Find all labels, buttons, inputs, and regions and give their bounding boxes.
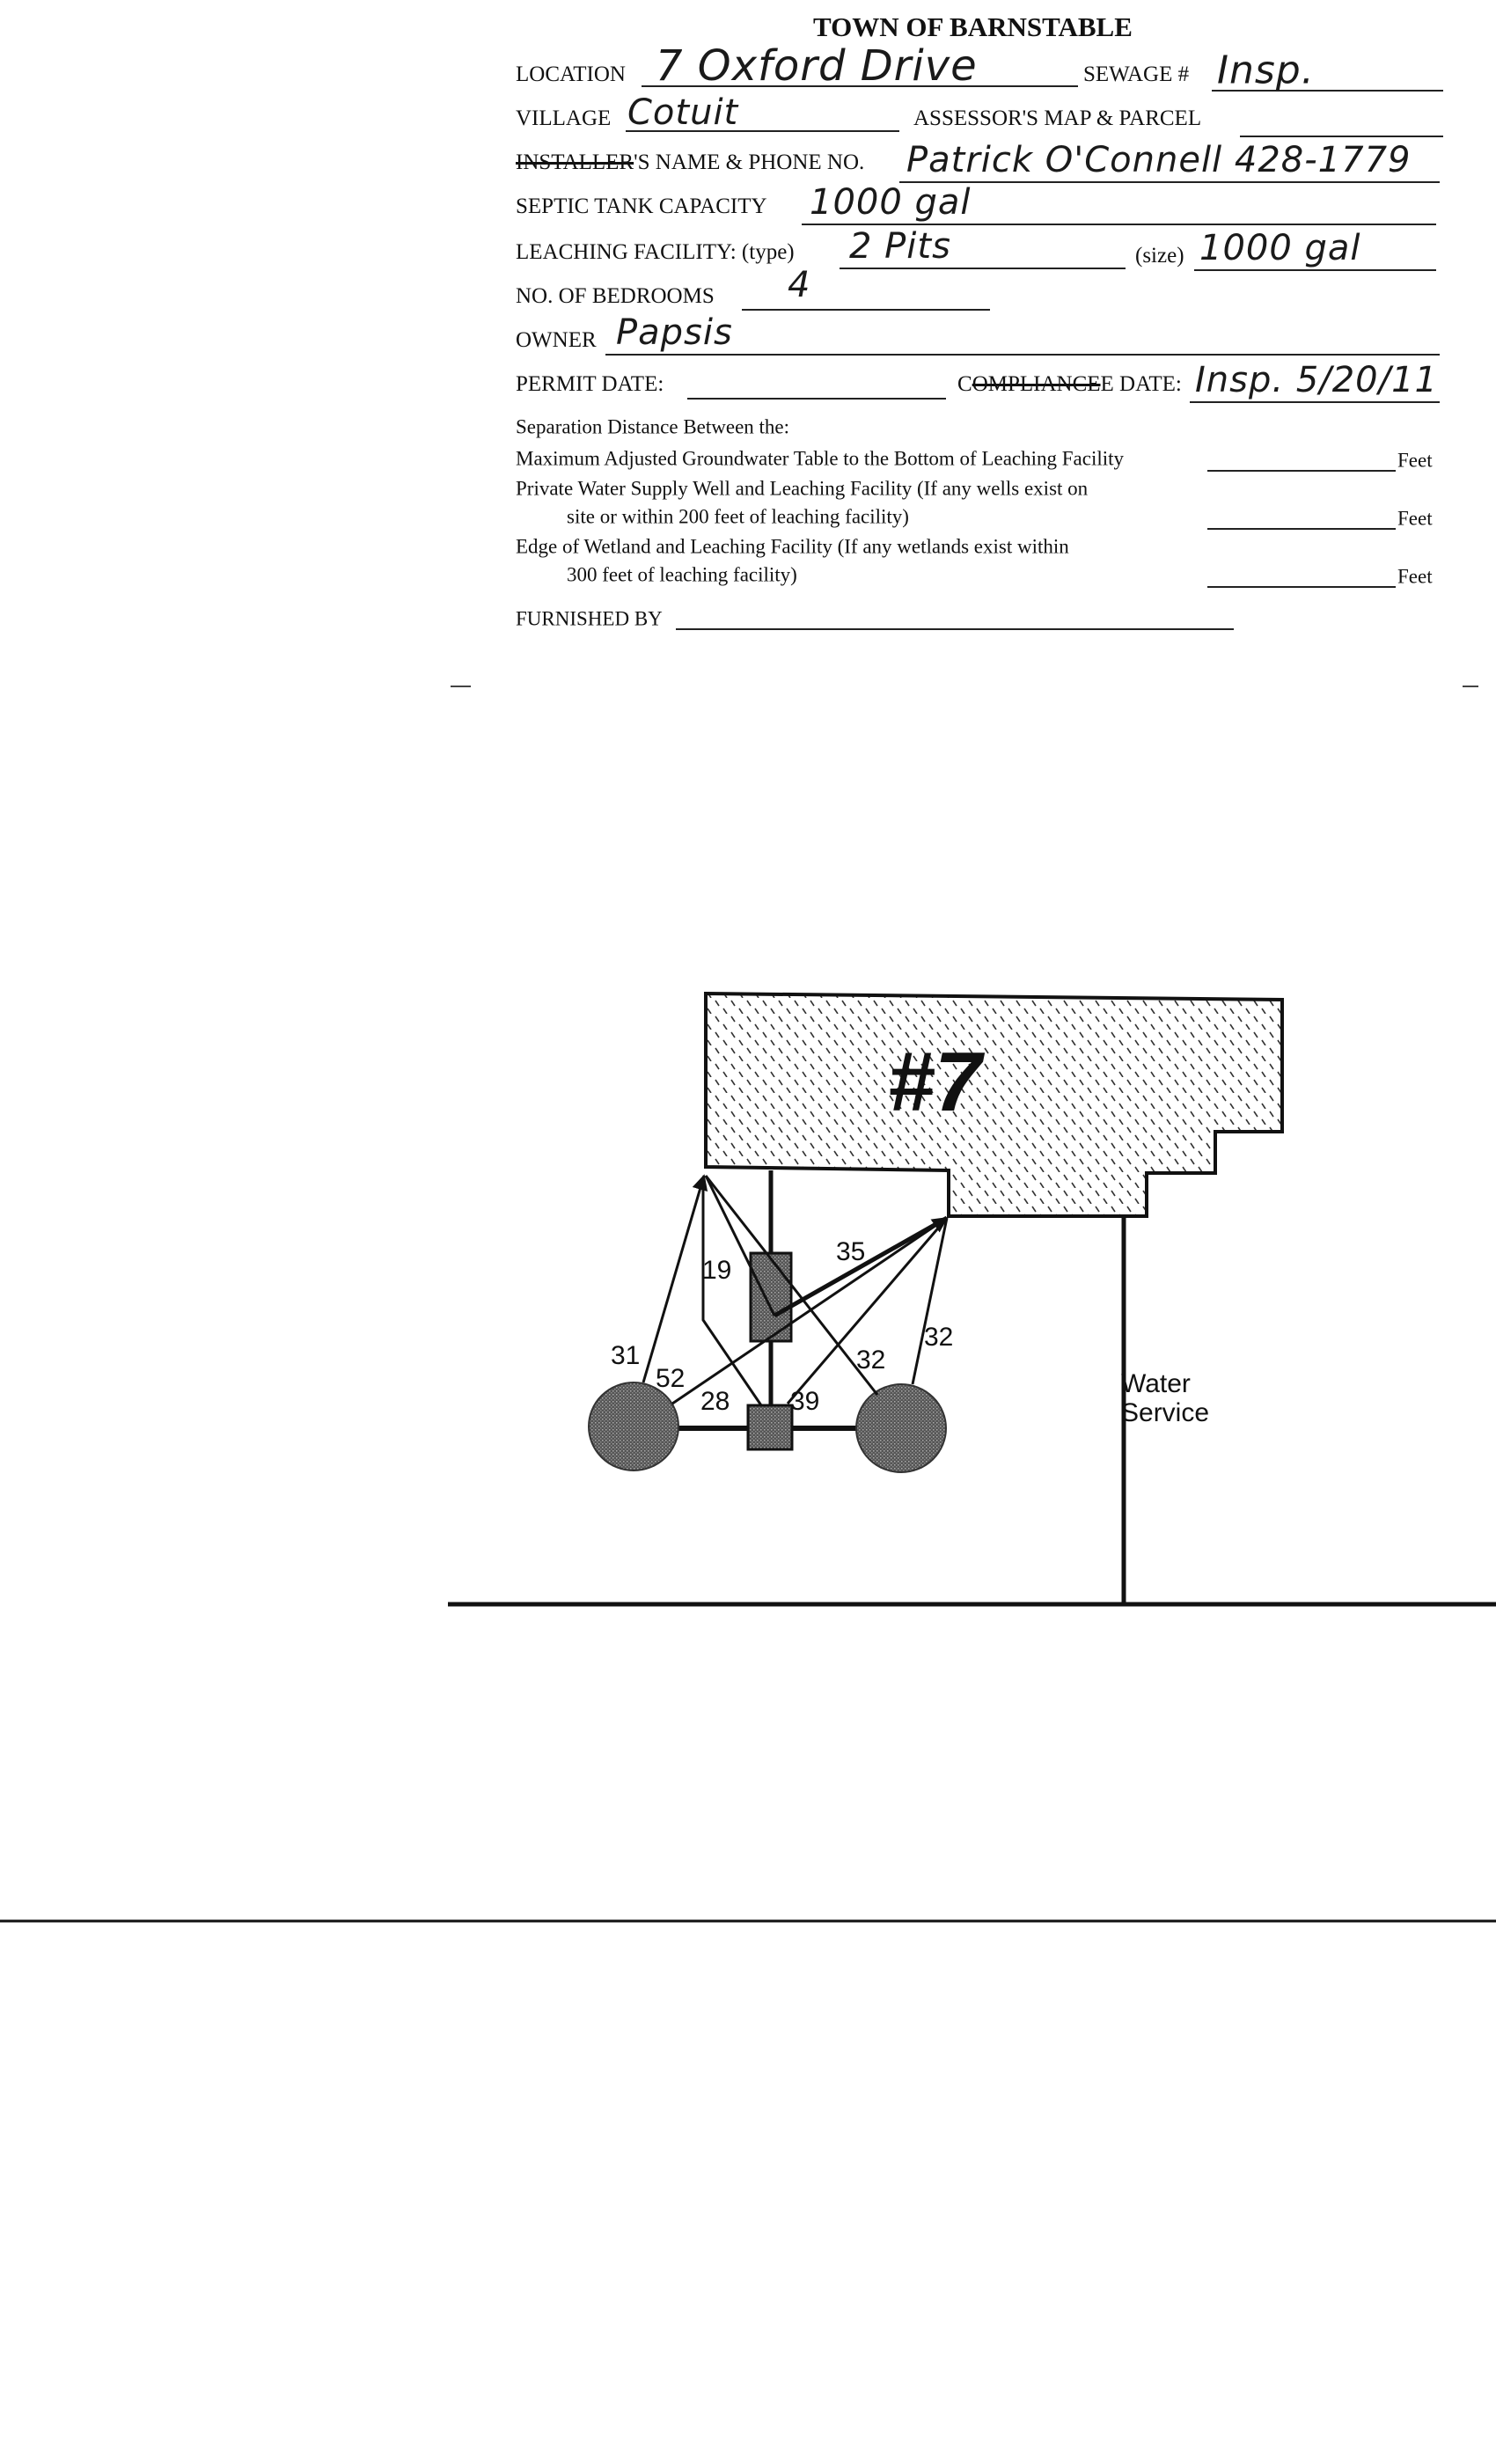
distance-label-31: 31 bbox=[611, 1341, 640, 1370]
distance-label-35: 35 bbox=[836, 1237, 865, 1266]
installer-underline bbox=[899, 181, 1440, 183]
leaching-type-value[interactable]: 2 Pits bbox=[849, 226, 951, 267]
house-number-label: #7 bbox=[888, 1035, 986, 1129]
permit-date-underline[interactable] bbox=[687, 398, 946, 400]
permit-date-label: PERMIT DATE: bbox=[516, 372, 664, 396]
sep-well-label: Private Water Supply Well and Leaching F… bbox=[516, 477, 1089, 500]
distance-label-19: 19 bbox=[702, 1256, 731, 1285]
sep-wetland-label-2: 300 feet of leaching facility) bbox=[567, 563, 797, 586]
compliance-c: C bbox=[957, 372, 972, 396]
distance-line-19 bbox=[704, 1175, 776, 1316]
compliance-date-label: COMPLIANCEE DATE: bbox=[957, 373, 1182, 395]
distance-line-52 bbox=[671, 1216, 949, 1405]
village-underline bbox=[626, 130, 899, 132]
distance-line-39 bbox=[786, 1217, 949, 1404]
installer-label-rest: 'S NAME & PHONE NO. bbox=[634, 150, 865, 174]
distance-line-28 bbox=[701, 1179, 763, 1406]
feet-label: Feet bbox=[1397, 449, 1433, 472]
leaching-label: LEACHING FACILITY: (type) bbox=[516, 240, 795, 264]
feet-label: Feet bbox=[1397, 507, 1433, 530]
compliance-underline bbox=[1190, 401, 1440, 403]
septic-label: SEPTIC TANK CAPACITY bbox=[516, 194, 767, 218]
compliance-rest: E DATE: bbox=[1100, 372, 1182, 396]
bedrooms-label: NO. OF BEDROOMS bbox=[516, 284, 715, 308]
distribution-box bbox=[746, 1404, 794, 1451]
size-label: (size) bbox=[1135, 244, 1184, 268]
sep-well-label-2: site or within 200 feet of leaching faci… bbox=[567, 505, 909, 528]
owner-underline bbox=[605, 354, 1440, 356]
compliance-struck: OMPLIANCE bbox=[972, 372, 1101, 396]
distance-line-32b bbox=[911, 1217, 949, 1385]
installer-value[interactable]: Patrick O'Connell 428-1779 bbox=[906, 140, 1412, 180]
form-title: TOWN OF BARNSTABLE bbox=[813, 11, 1133, 43]
bedrooms-underline bbox=[742, 309, 990, 311]
distance-label-52: 52 bbox=[656, 1364, 685, 1393]
owner-value[interactable]: Papsis bbox=[616, 312, 733, 353]
furnished-underline[interactable] bbox=[676, 628, 1234, 630]
furnished-label: FURNISHED BY bbox=[516, 607, 663, 630]
location-underline bbox=[642, 85, 1078, 87]
distance-line-31 bbox=[642, 1174, 708, 1383]
septic-value[interactable]: 1000 gal bbox=[810, 182, 972, 223]
distance-label-39: 39 bbox=[790, 1387, 819, 1416]
separation-heading: Separation Distance Between the: bbox=[516, 415, 790, 438]
compliance-value[interactable]: Insp. 5/20/11 bbox=[1195, 360, 1439, 400]
location-label: LOCATION bbox=[516, 62, 626, 86]
location-value[interactable]: 7 Oxford Drive bbox=[656, 41, 978, 92]
distance-label-32a: 32 bbox=[856, 1346, 885, 1375]
sep-wetland-label: Edge of Wetland and Leaching Facility (I… bbox=[516, 535, 1069, 558]
size-value[interactable]: 1000 gal bbox=[1199, 228, 1361, 268]
feet-label: Feet bbox=[1397, 565, 1433, 588]
distance-label-28: 28 bbox=[700, 1387, 730, 1416]
bedrooms-value[interactable]: 4 bbox=[788, 265, 811, 305]
sewage-value[interactable]: Insp. bbox=[1217, 48, 1315, 93]
sep-groundwater-label: Maximum Adjusted Groundwater Table to th… bbox=[516, 447, 1125, 470]
installer-struck: INSTALLER bbox=[516, 150, 634, 174]
leaching-type-underline bbox=[840, 268, 1126, 269]
leaching-pit-right bbox=[855, 1383, 947, 1473]
distance-label-32b: 32 bbox=[924, 1323, 953, 1352]
village-label: VILLAGE bbox=[516, 106, 612, 130]
septic-underline bbox=[802, 224, 1436, 225]
owner-label: OWNER bbox=[516, 328, 597, 352]
sep-groundwater-underline[interactable] bbox=[1207, 470, 1396, 472]
assessor-underline[interactable] bbox=[1240, 136, 1443, 137]
house-footprint bbox=[704, 991, 1284, 1218]
sep-well-underline[interactable] bbox=[1207, 528, 1396, 530]
sewage-underline bbox=[1212, 90, 1443, 92]
size-underline bbox=[1194, 269, 1436, 271]
sep-wetland-underline[interactable] bbox=[1207, 586, 1396, 588]
water-service-label-2: Service bbox=[1121, 1398, 1209, 1427]
assessor-label: ASSESSOR'S MAP & PARCEL bbox=[913, 106, 1202, 130]
distance-line-35 bbox=[773, 1215, 949, 1318]
water-service-label-1: Water bbox=[1121, 1369, 1191, 1398]
sewage-label: SEWAGE # bbox=[1083, 62, 1190, 86]
installer-label: INSTALLER'S NAME & PHONE NO. bbox=[516, 151, 864, 173]
distance-line-32a bbox=[704, 1175, 879, 1396]
village-value[interactable]: Cotuit bbox=[627, 92, 739, 133]
leaching-pit-left bbox=[588, 1382, 679, 1471]
